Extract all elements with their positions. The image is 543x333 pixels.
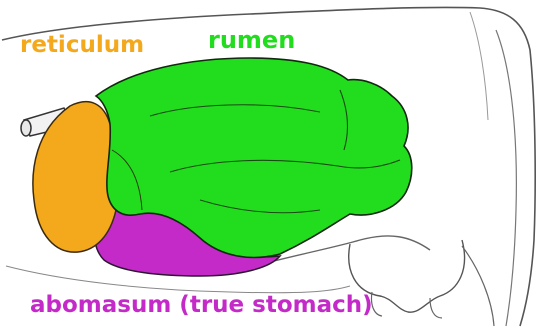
hind-leg-outline xyxy=(462,246,494,326)
cow-back-inner-line xyxy=(496,30,516,326)
abomasum-label: abomasum (true stomach) xyxy=(30,294,373,317)
reticulum-label: reticulum xyxy=(20,34,144,57)
rumen-label: rumen xyxy=(208,28,295,52)
cow-rib-line xyxy=(470,12,488,120)
esophagus-opening xyxy=(21,120,31,136)
